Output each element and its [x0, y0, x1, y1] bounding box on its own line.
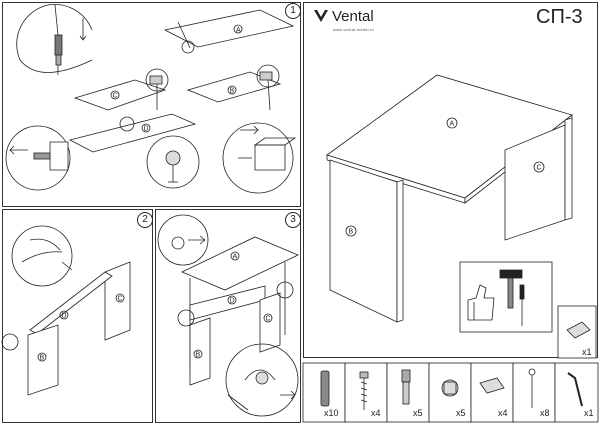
step-2-number: 2 — [137, 212, 153, 228]
step1-panel-d: D — [68, 113, 197, 153]
dowel-icon — [320, 370, 330, 407]
assembled-desk-drawing: A B C — [326, 74, 573, 323]
step-1-number: 1 — [285, 3, 301, 19]
step3-assembly: A D B C — [157, 214, 299, 417]
step2-assembly: C D B — [1, 225, 131, 396]
caps-box — [557, 305, 597, 359]
confirmat-screw-icon — [359, 371, 369, 410]
tools-box — [459, 261, 553, 333]
step1-panel-c: C — [73, 68, 169, 111]
step-1-panel — [2, 2, 301, 207]
dowel-insertion-detail — [16, 4, 93, 75]
svg-text:D: D — [144, 126, 149, 133]
svg-text:B: B — [196, 352, 201, 359]
brand-website: www.vental-mebel.ru — [333, 27, 374, 32]
cam-bolt-qty: x5 — [413, 408, 423, 418]
svg-text:C: C — [113, 93, 118, 100]
step-3-number: 3 — [285, 212, 301, 228]
step1-detail-right — [222, 122, 297, 194]
svg-text:C: C — [266, 316, 271, 323]
bracket-icon — [479, 377, 505, 394]
bracket-qty: x4 — [498, 408, 508, 418]
cam-lock-icon — [441, 379, 459, 397]
hammer-icon — [499, 269, 523, 309]
hex-key-qty: x1 — [584, 408, 594, 418]
svg-text:B: B — [40, 355, 45, 362]
svg-text:A: A — [450, 121, 455, 128]
cam-bolt-icon — [401, 369, 411, 405]
brand-name: Vental — [332, 8, 374, 25]
svg-text:B: B — [230, 88, 235, 95]
svg-text:B: B — [349, 229, 354, 236]
thumbs-up-icon — [467, 284, 495, 321]
step1-panel-b: B — [186, 64, 282, 111]
nail-qty: x8 — [540, 408, 550, 418]
svg-text:A: A — [233, 254, 238, 261]
step1-detail-left — [5, 125, 71, 191]
nail-icon — [528, 368, 536, 408]
svg-text:C: C — [118, 296, 123, 303]
step1-panel-a: A — [163, 9, 295, 54]
step1-detail-center — [146, 135, 200, 189]
screwdriver-icon — [519, 284, 525, 326]
hex-key-icon — [567, 372, 583, 407]
svg-text:A: A — [236, 27, 241, 34]
model-number: СП-3 — [536, 6, 583, 28]
confirmat-screw-qty: x4 — [371, 408, 381, 418]
dowel-qty: x10 — [324, 408, 339, 418]
svg-text:D: D — [230, 298, 235, 305]
svg-text:C: C — [537, 165, 542, 172]
svg-text:D: D — [62, 313, 67, 320]
cover-caps-qty: x1 — [582, 347, 592, 357]
cam-lock-qty: x5 — [456, 408, 466, 418]
